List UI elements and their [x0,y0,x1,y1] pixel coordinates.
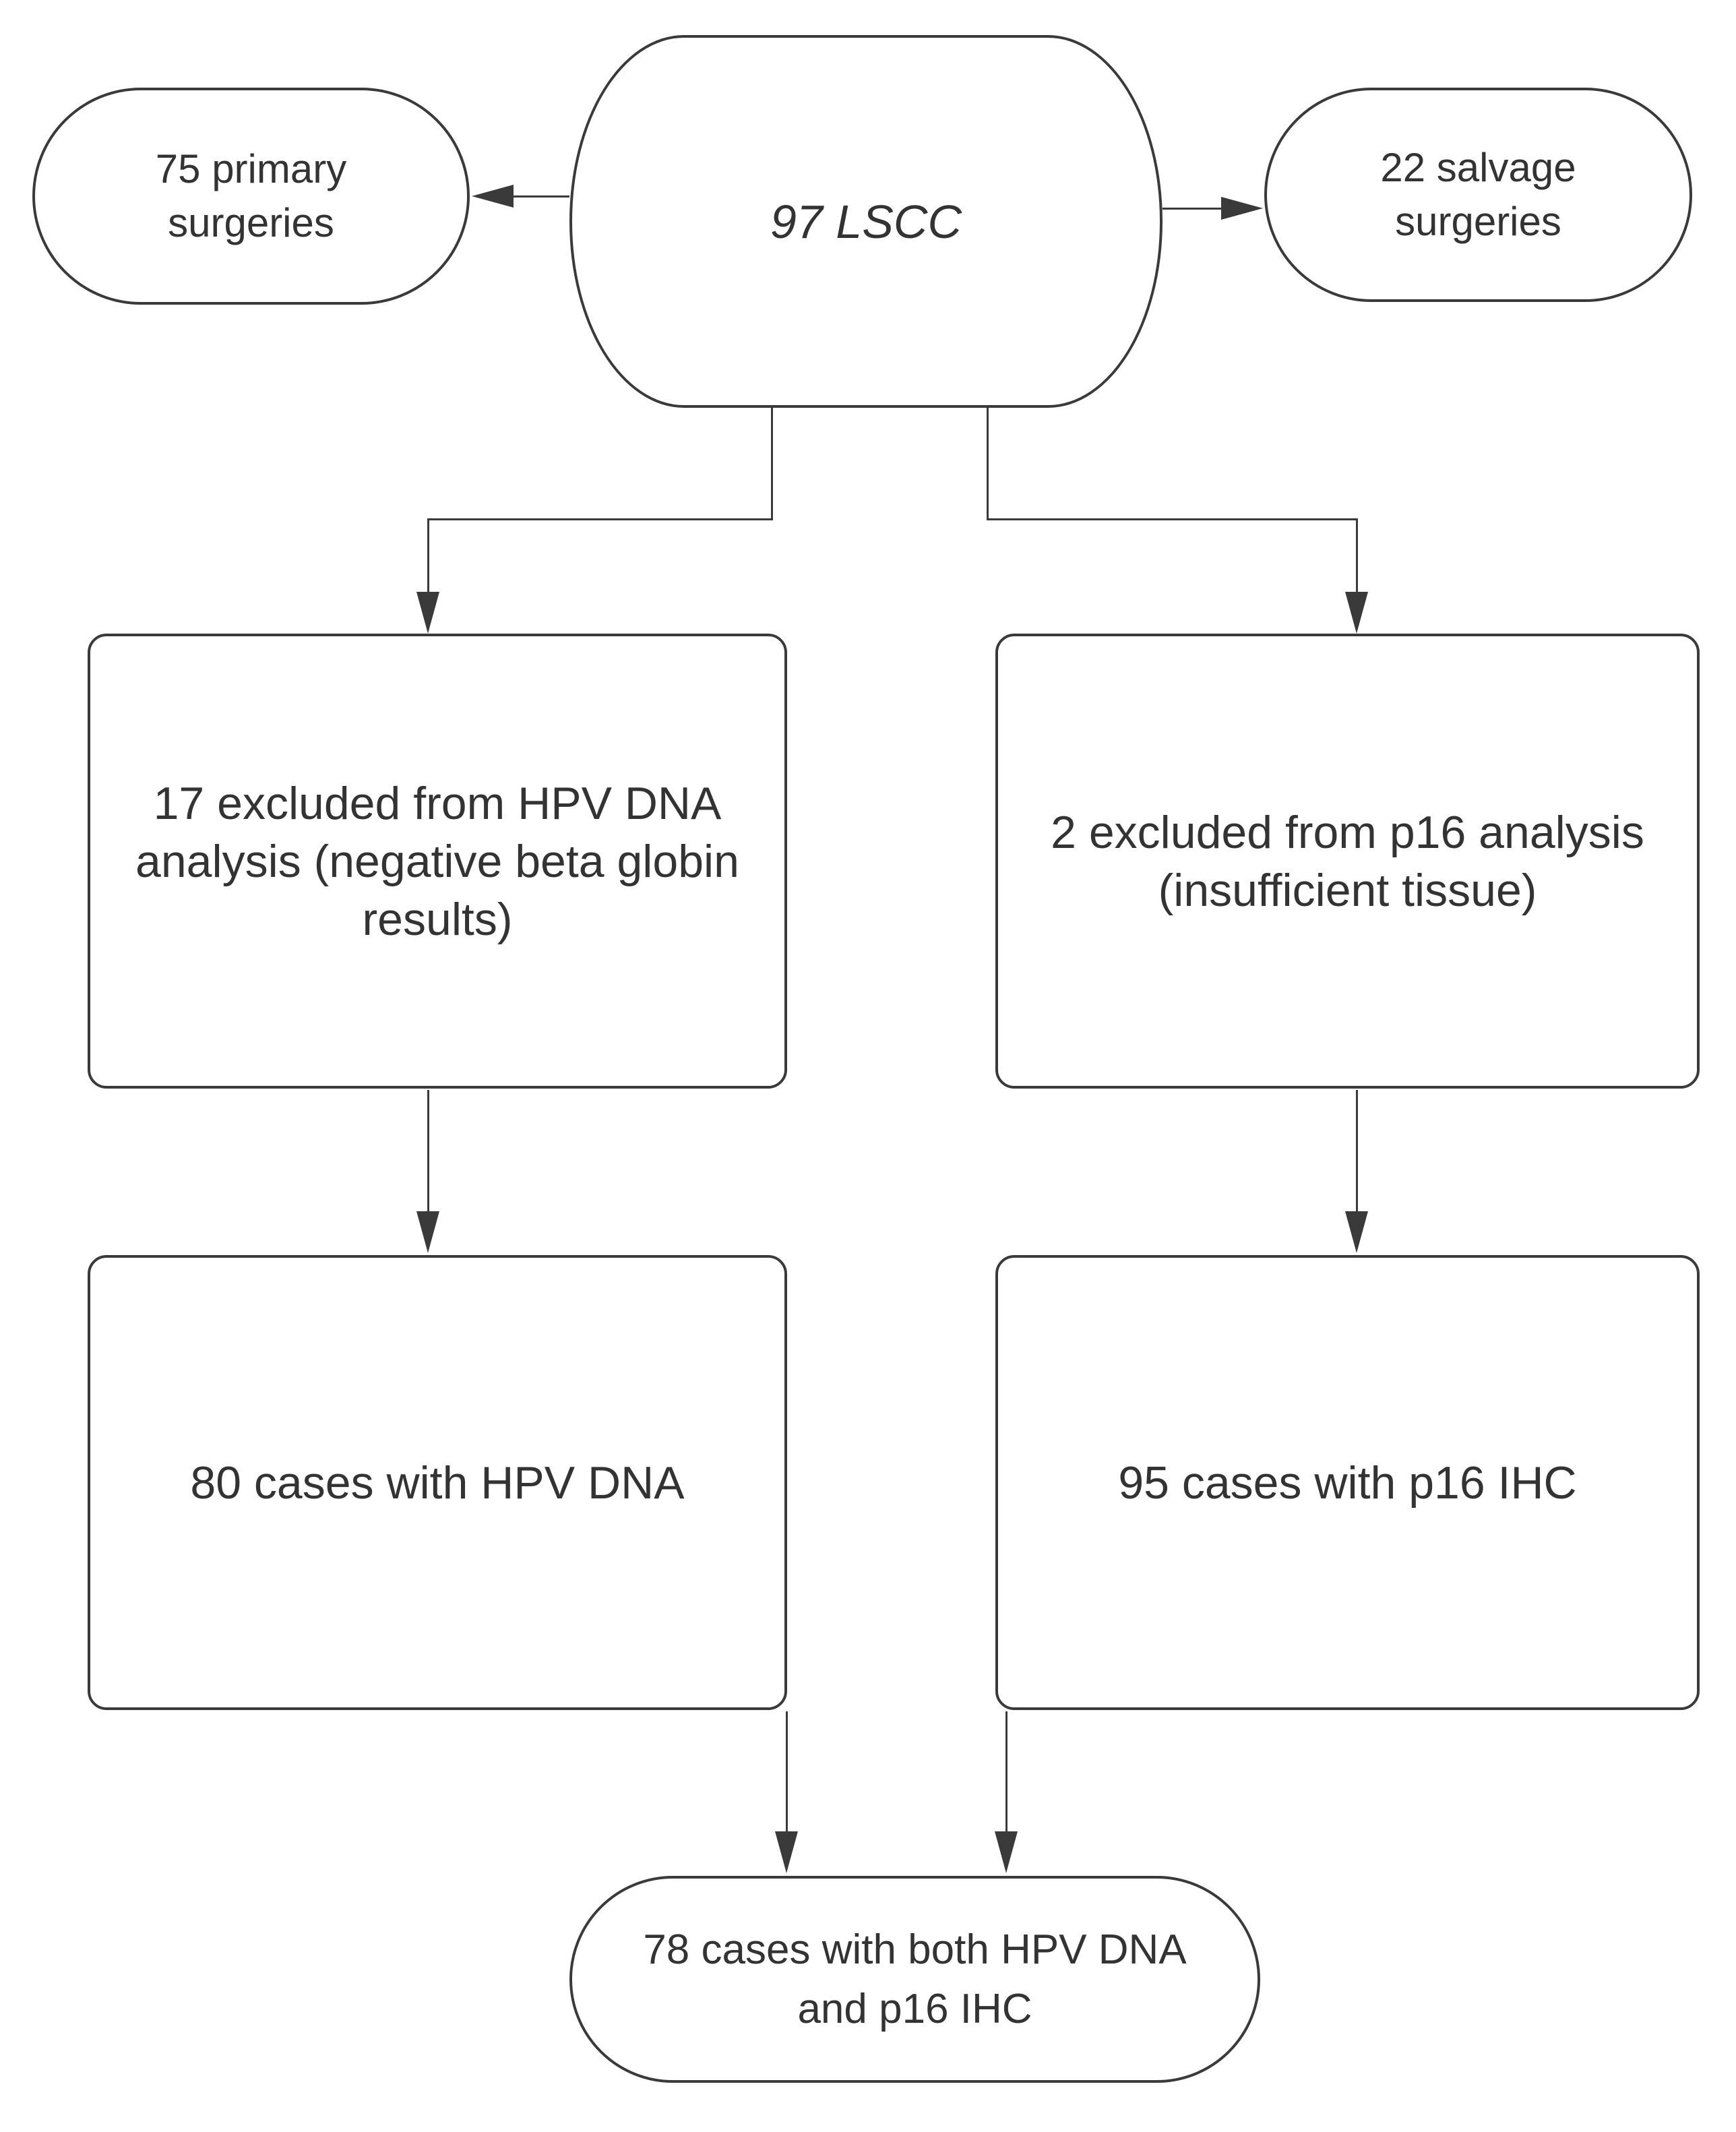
arrowhead-down-icon [416,592,439,634]
node-excluded-hpv: 17 excluded from HPV DNA analysis (negat… [88,634,787,1089]
arrow-root-to-excluded-p16-elbow [987,518,1358,520]
node-cases-p16: 95 cases with p16 IHC [995,1255,1700,1710]
arrowhead-down-icon [1345,1211,1368,1253]
arrow-cases-hpv-to-both-line [786,1711,788,1833]
node-primary-surgeries: 75 primary surgeries [32,88,470,305]
node-root-lscc: 97 LSCC [569,35,1162,408]
node-root-lscc-label: 97 LSCC [770,195,962,248]
arrow-excluded-hpv-to-cases-hpv-line [427,1090,429,1213]
node-excluded-hpv-line3: results) [362,893,513,945]
node-salvage-surgeries-line1: 22 salvage [1380,145,1576,190]
arrowhead-down-icon [416,1211,439,1253]
node-salvage-surgeries: 22 salvage surgeries [1264,88,1692,302]
arrow-excluded-p16-to-cases-p16-line [1356,1090,1358,1213]
node-salvage-surgeries-line2: surgeries [1395,199,1561,244]
arrow-cases-p16-to-both-line [1005,1711,1008,1833]
arrow-root-to-excluded-p16-drop [987,406,989,520]
arrow-root-to-excluded-hpv-elbow [427,518,773,520]
node-cases-hpv-label: 80 cases with HPV DNA [190,1457,685,1509]
node-cases-both-line2: and p16 IHC [797,1985,1032,2032]
arrow-root-to-salvage-line [1162,208,1224,210]
arrow-root-to-excluded-hpv-drop [771,406,773,520]
node-cases-both: 78 cases with both HPV DNA and p16 IHC [569,1876,1260,2083]
node-excluded-hpv-line1: 17 excluded from HPV DNA [153,777,722,829]
node-cases-both-line1: 78 cases with both HPV DNA [643,1926,1187,1973]
arrowhead-down-icon [995,1831,1018,1873]
arrowhead-left-icon [472,185,514,208]
node-cases-hpv: 80 cases with HPV DNA [88,1255,787,1710]
node-primary-surgeries-line2: surgeries [168,200,334,245]
node-excluded-p16-line2: (insufficient tissue) [1158,864,1537,916]
arrow-root-to-excluded-hpv-line [427,518,429,596]
node-excluded-hpv-line2: analysis (negative beta globin [135,835,739,887]
node-excluded-p16-line1: 2 excluded from p16 analysis [1051,806,1644,858]
node-excluded-p16: 2 excluded from p16 analysis (insufficie… [995,634,1700,1089]
arrow-root-to-primary-line [512,195,569,197]
node-cases-p16-label: 95 cases with p16 IHC [1118,1457,1577,1509]
node-primary-surgeries-line1: 75 primary [155,146,347,191]
arrow-root-to-excluded-p16-line [1356,518,1358,596]
arrowhead-right-icon [1221,197,1263,220]
arrowhead-down-icon [1345,592,1368,634]
arrowhead-down-icon [775,1831,798,1873]
